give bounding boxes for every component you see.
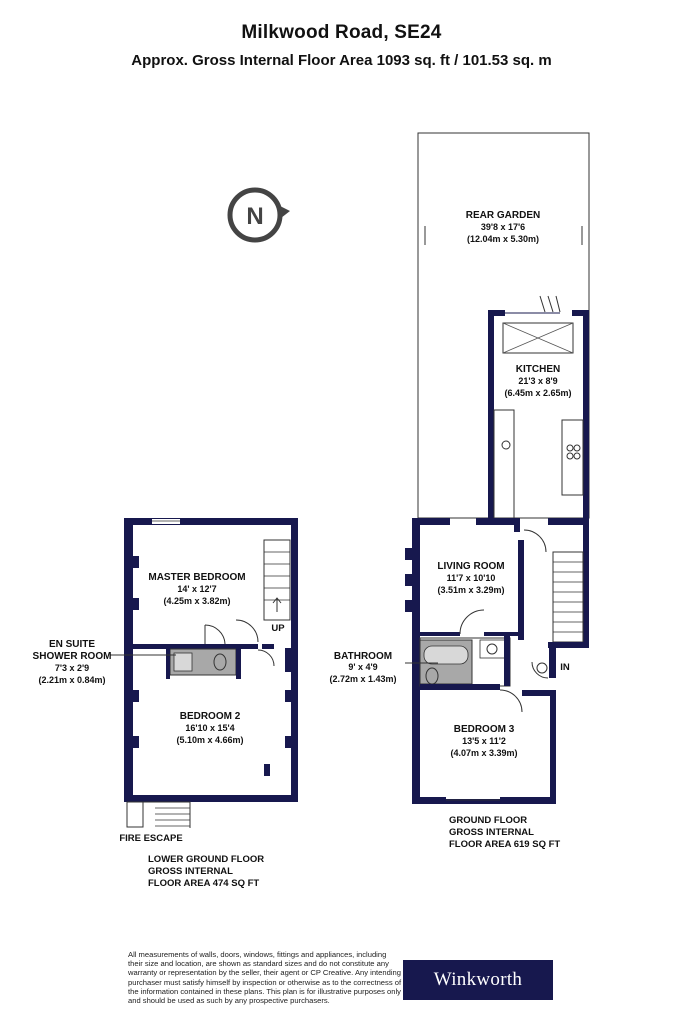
svg-text:GROSS INTERNAL: GROSS INTERNAL	[148, 866, 233, 877]
svg-text:BATHROOM: BATHROOM	[334, 651, 392, 662]
svg-text:11'7 x 10'10: 11'7 x 10'10	[447, 573, 496, 583]
svg-text:LIVING ROOM: LIVING ROOM	[437, 561, 504, 572]
disclaimer-text: All measurements of walls, doors, window…	[128, 950, 402, 1006]
ground-floor-plan	[405, 132, 590, 804]
svg-text:(3.51m x 3.29m): (3.51m x 3.29m)	[437, 585, 504, 595]
ground-floor-area: GROUND FLOOR GROSS INTERNAL FLOOR AREA 6…	[449, 815, 560, 850]
svg-text:(5.10m x 4.66m): (5.10m x 4.66m)	[176, 735, 243, 745]
svg-text:GROSS INTERNAL: GROSS INTERNAL	[449, 827, 534, 838]
bedroom-2-label: BEDROOM 2 16'10 x 15'4 (5.10m x 4.66m)	[176, 711, 243, 745]
svg-text:LOWER GROUND FLOOR: LOWER GROUND FLOOR	[148, 854, 264, 865]
svg-text:16'10 x 15'4: 16'10 x 15'4	[185, 723, 234, 733]
svg-text:(4.25m x 3.82m): (4.25m x 3.82m)	[163, 596, 230, 606]
svg-text:(6.45m x 2.65m): (6.45m x 2.65m)	[504, 388, 571, 398]
lower-ground-floor-area: LOWER GROUND FLOOR GROSS INTERNAL FLOOR …	[148, 854, 264, 889]
winkworth-logo: Winkworth	[403, 960, 553, 1000]
en-suite-label: EN SUITE SHOWER ROOM 7'3 x 2'9 (2.21m x …	[33, 639, 112, 685]
svg-text:MASTER BEDROOM: MASTER BEDROOM	[148, 572, 245, 583]
svg-text:(2.72m x 1.43m): (2.72m x 1.43m)	[329, 674, 396, 684]
svg-text:KITCHEN: KITCHEN	[516, 364, 560, 375]
svg-text:REAR GARDEN: REAR GARDEN	[466, 210, 540, 221]
svg-text:SHOWER ROOM: SHOWER ROOM	[33, 651, 112, 662]
svg-text:39'8 x 17'6: 39'8 x 17'6	[481, 222, 525, 232]
plan-subtitle: Approx. Gross Internal Floor Area 1093 s…	[131, 52, 552, 69]
plan-title: Milkwood Road, SE24	[241, 22, 442, 43]
living-room-label: LIVING ROOM 11'7 x 10'10 (3.51m x 3.29m)	[437, 561, 504, 595]
compass-letter: N	[246, 203, 263, 230]
in-marker: IN	[560, 662, 570, 673]
compass-icon: N	[227, 187, 290, 243]
svg-text:14' x 12'7: 14' x 12'7	[177, 584, 216, 594]
svg-text:7'3 x 2'9: 7'3 x 2'9	[55, 663, 89, 673]
master-bedroom-label: MASTER BEDROOM 14' x 12'7 (4.25m x 3.82m…	[148, 572, 245, 606]
up-marker: UP	[271, 623, 285, 634]
bedroom-3-label: BEDROOM 3 13'5 x 11'2 (4.07m x 3.39m)	[450, 724, 517, 758]
svg-text:(2.21m x 0.84m): (2.21m x 0.84m)	[38, 675, 105, 685]
svg-text:BEDROOM 2: BEDROOM 2	[180, 711, 241, 722]
kitchen-label: KITCHEN 21'3 x 8'9 (6.45m x 2.65m)	[504, 364, 571, 398]
svg-text:21'3 x 8'9: 21'3 x 8'9	[518, 376, 557, 386]
rear-garden-label: REAR GARDEN 39'8 x 17'6 (12.04m x 5.30m)	[466, 210, 540, 244]
fire-escape-label: FIRE ESCAPE	[119, 833, 182, 844]
svg-text:(4.07m x 3.39m): (4.07m x 3.39m)	[450, 748, 517, 758]
svg-text:FLOOR AREA 619 SQ FT: FLOOR AREA 619 SQ FT	[449, 839, 560, 850]
svg-text:(12.04m x 5.30m): (12.04m x 5.30m)	[467, 234, 539, 244]
svg-text:BEDROOM 3: BEDROOM 3	[454, 724, 515, 735]
svg-text:GROUND FLOOR: GROUND FLOOR	[449, 815, 527, 826]
svg-text:EN SUITE: EN SUITE	[49, 639, 95, 650]
svg-text:13'5 x 11'2: 13'5 x 11'2	[462, 736, 506, 746]
bathroom-label: BATHROOM 9' x 4'9 (2.72m x 1.43m)	[329, 651, 396, 684]
svg-text:9' x 4'9: 9' x 4'9	[348, 662, 377, 672]
lower-ground-floor-plan	[124, 518, 298, 828]
svg-text:FLOOR AREA 474 SQ FT: FLOOR AREA 474 SQ FT	[148, 878, 259, 889]
